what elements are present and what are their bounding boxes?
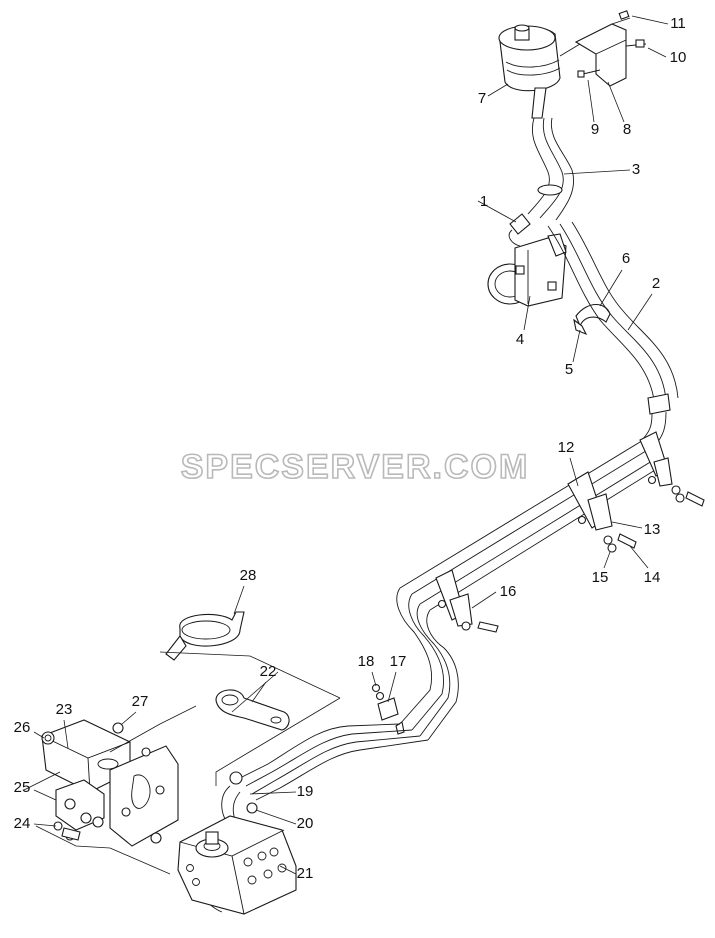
callout-label-22: 22 — [260, 663, 277, 680]
callout-label-18: 18 — [358, 653, 375, 670]
clamp-28 — [165, 611, 245, 661]
callout-labels: 1234567891011121314151617181920212223242… — [14, 15, 687, 882]
hose-lower — [239, 723, 429, 801]
leader-line-14 — [629, 545, 649, 569]
leader-line-2 — [627, 293, 653, 331]
callout-label-11: 11 — [670, 15, 686, 32]
clamp-5-6 — [573, 303, 611, 336]
callout-label-14: 14 — [644, 569, 661, 586]
steering-gear — [177, 815, 297, 915]
callout-label-13: 13 — [644, 521, 661, 538]
filter-housing — [487, 233, 567, 307]
bolts-top — [577, 10, 647, 78]
callout-label-12: 12 — [558, 439, 575, 456]
leader-line-6 — [599, 269, 623, 307]
watermark-text: SPECSERVER.COM — [181, 448, 530, 486]
hose-3 — [527, 117, 574, 221]
callout-label-7: 7 — [478, 90, 486, 107]
clip-bracket-top-right — [639, 431, 705, 507]
leader-line-17 — [387, 671, 397, 703]
callout-label-28: 28 — [240, 567, 257, 584]
reservoir-tank — [498, 24, 561, 119]
leader-line-3 — [563, 169, 631, 175]
callout-label-5: 5 — [565, 361, 573, 378]
callout-label-21: 21 — [297, 865, 314, 882]
callout-label-4: 4 — [516, 331, 524, 348]
leader-line-24 — [33, 823, 57, 827]
callout-label-19: 19 — [297, 783, 314, 800]
callout-label-17: 17 — [390, 653, 407, 670]
leader-line-16 — [471, 591, 497, 609]
callout-label-8: 8 — [623, 121, 631, 138]
callout-label-24: 24 — [14, 815, 31, 832]
leader-line-13 — [611, 521, 643, 529]
leader-line-22 — [251, 681, 267, 703]
callout-label-1: 1 — [480, 193, 488, 210]
leader-line-11 — [631, 15, 669, 25]
leader-line-19 — [249, 791, 297, 795]
leader-line-9 — [587, 79, 595, 123]
clip-bracket-16 — [435, 569, 499, 633]
leader-line-8 — [607, 81, 625, 123]
callout-label-15: 15 — [592, 569, 609, 586]
callout-label-20: 20 — [297, 815, 314, 832]
leader-line-5 — [572, 329, 581, 363]
clip-bracket-17-18 — [371, 683, 405, 735]
leader-line-21 — [279, 865, 297, 875]
callout-label-3: 3 — [632, 161, 640, 178]
leader-line-7 — [487, 83, 509, 97]
callout-label-26: 26 — [14, 719, 31, 736]
leader-line-15 — [603, 551, 611, 569]
leader-line-26 — [33, 731, 45, 739]
callout-label-16: 16 — [500, 583, 517, 600]
leader-line-18 — [371, 671, 377, 687]
callout-label-23: 23 — [56, 701, 73, 718]
leader-line-25 — [33, 789, 57, 801]
callout-label-10: 10 — [670, 49, 687, 66]
leader-lines — [33, 15, 669, 875]
leader-line-27 — [121, 711, 137, 725]
pitman-arm-22 — [215, 689, 290, 731]
clip-bracket-12-13 — [567, 471, 637, 553]
callout-label-6: 6 — [622, 250, 630, 267]
leader-line-20 — [255, 809, 297, 825]
fasteners-23-27 — [41, 722, 151, 841]
leader-line-28 — [233, 585, 245, 615]
callout-label-2: 2 — [652, 275, 660, 292]
callout-label-9: 9 — [591, 121, 599, 138]
leader-line-10 — [647, 47, 667, 58]
bracket-lower-25 — [55, 779, 105, 831]
callout-label-27: 27 — [132, 693, 149, 710]
callout-label-25: 25 — [14, 779, 31, 796]
support-plate — [109, 745, 179, 847]
leader-line-4 — [523, 295, 531, 331]
hose-middle — [396, 587, 459, 741]
exploded-view-outline — [23, 651, 341, 875]
leader-line-1 — [477, 200, 517, 223]
fitting-1 — [508, 213, 531, 247]
hose-2-upper — [547, 221, 679, 447]
mounting-bracket — [559, 23, 627, 87]
leader-line-12 — [569, 457, 579, 487]
leader-line-23 — [63, 719, 69, 749]
